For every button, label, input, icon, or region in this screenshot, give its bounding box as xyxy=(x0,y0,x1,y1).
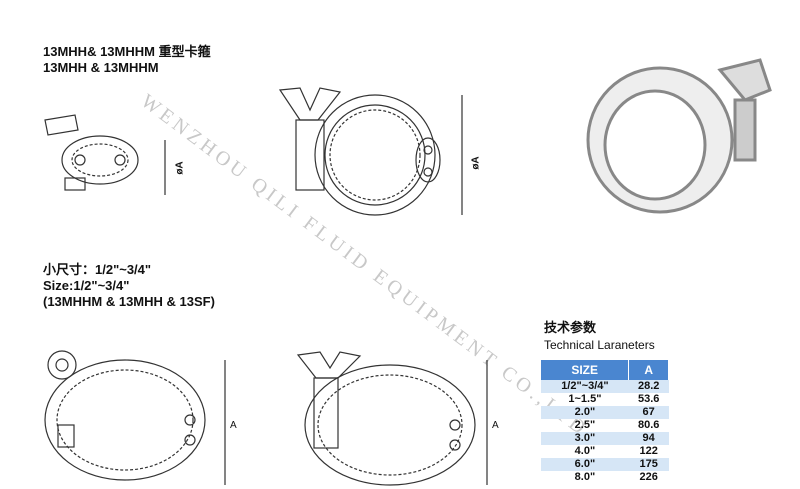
cell-a: 226 xyxy=(639,471,658,483)
header-a: A xyxy=(628,360,669,380)
table-row: 1~1.5" 53.6 xyxy=(541,393,669,406)
table-row: 3.0"94 xyxy=(541,432,669,445)
cell-size: 8.0" xyxy=(574,471,596,483)
dim-A-2: A xyxy=(492,420,499,431)
cell-size: 1/2"~3/4" xyxy=(541,380,629,393)
cell-size: 3.0" xyxy=(541,432,629,445)
cell-a: 94 xyxy=(628,432,669,445)
cell-size: 2.5" xyxy=(574,419,596,431)
cell-a: 53.6 xyxy=(637,393,660,405)
clamp-photo xyxy=(586,58,772,214)
drawing-large-clamp-top xyxy=(278,87,463,216)
dim-phiA-1: øA xyxy=(174,161,186,175)
drawing-small-clamp-top xyxy=(44,114,166,195)
table-row: 8.0" 226 xyxy=(541,471,669,484)
cell-a: 122 xyxy=(639,445,658,457)
cell-size: 6.0" xyxy=(541,458,629,471)
header-size: SIZE xyxy=(541,360,630,380)
cell-a: 28.2 xyxy=(628,380,669,393)
table-row: 2.5" 80.6 xyxy=(541,419,669,432)
table-row: 6.0"175 xyxy=(541,458,669,471)
size-line1: 小尺寸：1/2"~3/4" xyxy=(43,262,152,277)
cell-a: 67 xyxy=(628,406,669,419)
table-title-cn: 技术参数 xyxy=(544,320,597,335)
dim-phiA-2: øA xyxy=(470,156,482,170)
table-header-row: SIZE A xyxy=(541,360,669,380)
cell-a: 80.6 xyxy=(637,419,660,431)
cell-size: 2.0" xyxy=(541,406,629,419)
dim-A-1: A xyxy=(230,420,237,431)
cell-a: 175 xyxy=(628,458,669,471)
table-row: 2.0"67 xyxy=(541,406,669,419)
size-line2: Size:1/2"~3/4" xyxy=(43,278,130,293)
cell-size: 4.0" xyxy=(574,445,596,457)
drawing-large-clamp-bottom xyxy=(296,351,488,486)
table-row: 4.0" 122 xyxy=(541,445,669,458)
size-line3: (13MHHM & 13MHH & 13SF) xyxy=(43,294,215,309)
drawing-small-clamp-bottom xyxy=(44,350,226,485)
technical-parameters-table: SIZE A 1/2"~3/4"28.2 1~1.5" 53.6 2.0"67 2… xyxy=(541,360,669,484)
title-line1: 13MHH& 13MHHM 重型卡箍 xyxy=(43,44,211,59)
cell-size: 1~1.5" xyxy=(568,393,602,405)
title-line2: 13MHH & 13MHHM xyxy=(43,60,159,75)
table-row: 1/2"~3/4"28.2 xyxy=(541,380,669,393)
table-title-en: Technical Laraneters xyxy=(544,338,655,352)
